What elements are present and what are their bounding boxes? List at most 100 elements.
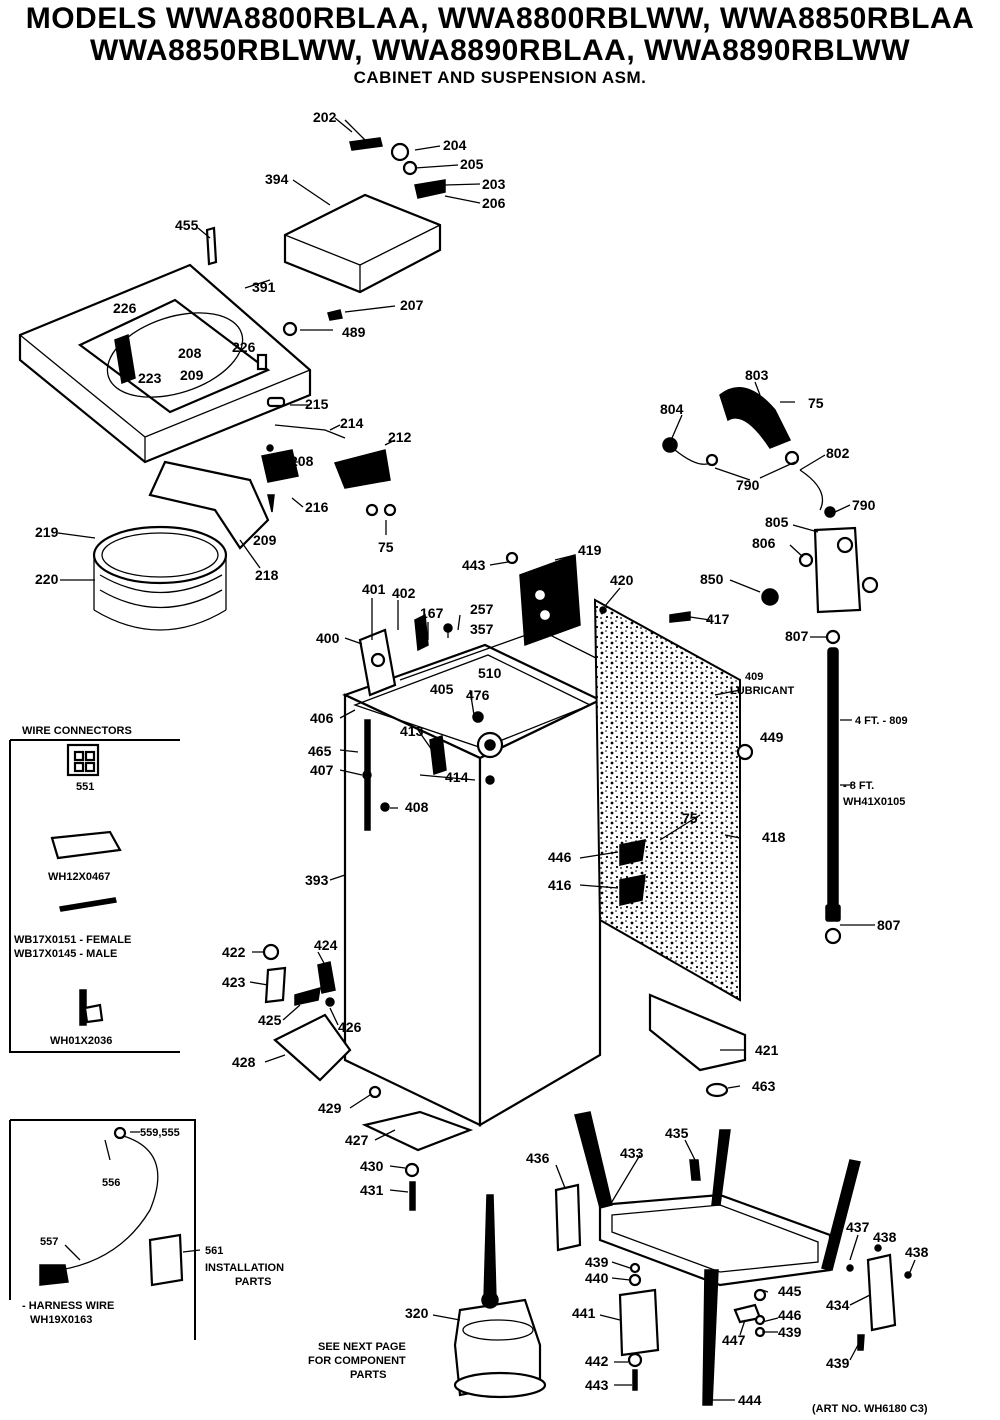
connector-female-label: WB17X0151 - FEMALE — [14, 934, 131, 946]
label-428: 428 — [232, 1054, 256, 1070]
label-215: 215 — [305, 396, 329, 412]
label-463: 463 — [752, 1078, 776, 1094]
label-435: 435 — [665, 1125, 689, 1141]
connector-wh01x2036-label: WH01X2036 — [50, 1035, 112, 1047]
tub-ring — [92, 460, 270, 631]
label-420: 420 — [610, 572, 634, 588]
label-223: 223 — [138, 370, 162, 386]
harness-559-555-label: 559,555 — [140, 1127, 180, 1139]
harness-box — [9, 1119, 196, 1340]
label-442: 442 — [585, 1353, 609, 1369]
label-803: 803 — [745, 367, 769, 383]
wire-connectors-box — [9, 739, 180, 1053]
label-441: 441 — [572, 1305, 596, 1321]
harness-561-label: 561 — [205, 1245, 223, 1257]
lid-assembly — [205, 119, 446, 337]
label-203: 203 — [482, 176, 506, 192]
label-209-top: 209 — [180, 367, 204, 383]
page-title-line-1: MODELS WWA8800RBLAA, WWA8800RBLWW, WWA88… — [25, 2, 975, 35]
label-422: 422 — [222, 944, 246, 960]
parts-label: PARTS — [235, 1276, 271, 1288]
label-218: 218 — [255, 567, 279, 583]
label-476: 476 — [466, 687, 490, 703]
label-427: 427 — [345, 1132, 369, 1148]
art-number: (ART NO. WH6180 C3) — [812, 1403, 928, 1415]
label-439-top: 439 — [585, 1254, 609, 1270]
label-424: 424 — [314, 937, 338, 953]
label-167: 167 — [420, 605, 444, 621]
label-809-4ft: 4 FT. - 809 — [855, 715, 908, 727]
cabinet-top — [18, 263, 397, 517]
label-419: 419 — [578, 542, 602, 558]
label-443-top: 443 — [462, 557, 486, 573]
label-407: 407 — [310, 762, 334, 778]
label-433: 433 — [620, 1145, 644, 1161]
label-438-b: 438 — [905, 1244, 929, 1260]
connector-551-label: 551 — [76, 781, 94, 793]
harness-556-label: 556 — [102, 1177, 120, 1189]
label-465: 465 — [308, 743, 332, 759]
label-405: 405 — [430, 681, 454, 697]
part-number-labels: 202 204 205 203 206 394 455 391 226 226 … — [14, 109, 929, 1415]
label-439-bottom: 439 — [826, 1355, 850, 1371]
label-416: 416 — [548, 877, 572, 893]
label-790-right: 790 — [852, 497, 876, 513]
label-205: 205 — [460, 156, 484, 172]
label-202: 202 — [313, 109, 337, 125]
label-425: 425 — [258, 1012, 282, 1028]
label-421: 421 — [755, 1042, 779, 1058]
label-807-bottom: 807 — [877, 917, 901, 933]
label-357: 357 — [470, 621, 494, 637]
label-206: 206 — [482, 195, 506, 211]
page-subtitle: CABINET AND SUSPENSION ASM. — [353, 68, 647, 87]
harness-557-label: 557 — [40, 1236, 58, 1248]
label-257: 257 — [470, 601, 494, 617]
label-426: 426 — [338, 1019, 362, 1035]
label-809-partno: WH41X0105 — [843, 796, 905, 808]
leader-lines — [57, 117, 916, 1401]
label-423: 423 — [222, 974, 246, 990]
label-443-bottom: 443 — [585, 1377, 609, 1393]
label-209-bottom: 209 — [253, 532, 277, 548]
label-805: 805 — [765, 514, 789, 530]
label-418: 418 — [762, 829, 786, 845]
label-439-mid: 439 — [778, 1324, 802, 1340]
installation-label: INSTALLATION — [205, 1262, 284, 1274]
page-title-line-2: WWA8850RBLWW, WWA8890RBLAA, WWA8890RBLWW — [89, 34, 911, 67]
label-431: 431 — [360, 1182, 384, 1198]
label-436-left: 436 — [526, 1150, 550, 1166]
label-429: 429 — [318, 1100, 342, 1116]
label-806: 806 — [752, 535, 776, 551]
connector-wh12x0467-label: WH12X0467 — [48, 871, 110, 883]
label-75-top: 75 — [378, 539, 394, 555]
label-417: 417 — [706, 611, 730, 627]
connector-male-label: WB17X0145 - MALE — [14, 948, 117, 960]
label-807-top: 807 — [785, 628, 809, 644]
label-75-cabinet: 75 — [682, 810, 698, 826]
label-455: 455 — [175, 217, 199, 233]
suspension-cradle — [554, 1111, 912, 1406]
see-next-page-line-3: PARTS — [350, 1369, 386, 1381]
label-400: 400 — [316, 630, 340, 646]
label-320: 320 — [405, 1305, 429, 1321]
label-226-right: 226 — [232, 339, 256, 355]
label-850: 850 — [700, 571, 724, 587]
label-449: 449 — [760, 729, 784, 745]
label-214: 214 — [340, 415, 364, 431]
label-409: 409 — [745, 671, 763, 683]
wire-connectors-title: WIRE CONNECTORS — [22, 725, 132, 737]
label-391: 391 — [252, 279, 276, 295]
cabinet-body — [342, 551, 754, 1127]
fill-hose-assembly — [662, 387, 879, 945]
label-430: 430 — [360, 1158, 384, 1174]
harness-wire-partno: WH19X0163 — [30, 1314, 92, 1326]
label-402: 402 — [392, 585, 416, 601]
label-216: 216 — [305, 499, 329, 515]
leg-brackets — [262, 943, 747, 1211]
label-393: 393 — [305, 872, 329, 888]
label-445: 445 — [778, 1283, 802, 1299]
label-434: 434 — [826, 1297, 850, 1313]
label-207: 207 — [400, 297, 424, 313]
label-208-bottom: 208 — [290, 453, 314, 469]
